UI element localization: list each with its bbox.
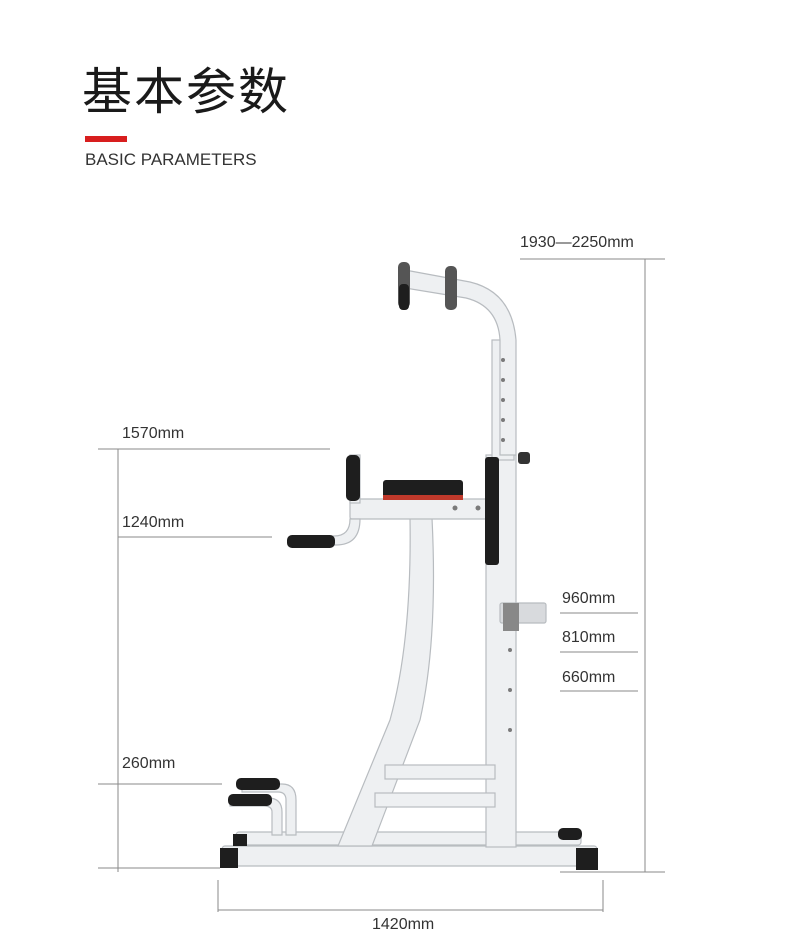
page-title: 基本参数 — [82, 63, 290, 121]
dim-1420-label: 1420mm — [372, 916, 435, 933]
power-tower-frame — [220, 262, 598, 870]
title-accent-bar — [85, 136, 127, 142]
pullup-bar — [404, 269, 517, 456]
dim-810-label: 810mm — [562, 629, 616, 646]
back-pad — [485, 457, 499, 565]
front-leg — [337, 517, 435, 847]
pushup-handle-rear — [241, 783, 297, 836]
dim-1570-label: 1570mm — [122, 425, 185, 442]
dimension-lines — [98, 258, 665, 912]
dim-960-label: 960mm — [562, 590, 616, 607]
dip-grip-top — [346, 455, 360, 501]
dim-660-label: 660mm — [562, 669, 616, 686]
base-rail-bottom — [221, 845, 598, 867]
dip-grip-low — [287, 535, 335, 548]
page-subtitle: BASIC PARAMETERS — [85, 150, 257, 169]
cross-brace-upper — [384, 764, 496, 780]
dim-260-label: 260mm — [122, 755, 176, 772]
dim-total-height-label: 1930—2250mm — [520, 234, 634, 251]
adjustment-holes — [452, 358, 512, 732]
dim-1240-label: 1240mm — [122, 514, 185, 531]
cross-brace-lower — [374, 792, 496, 808]
